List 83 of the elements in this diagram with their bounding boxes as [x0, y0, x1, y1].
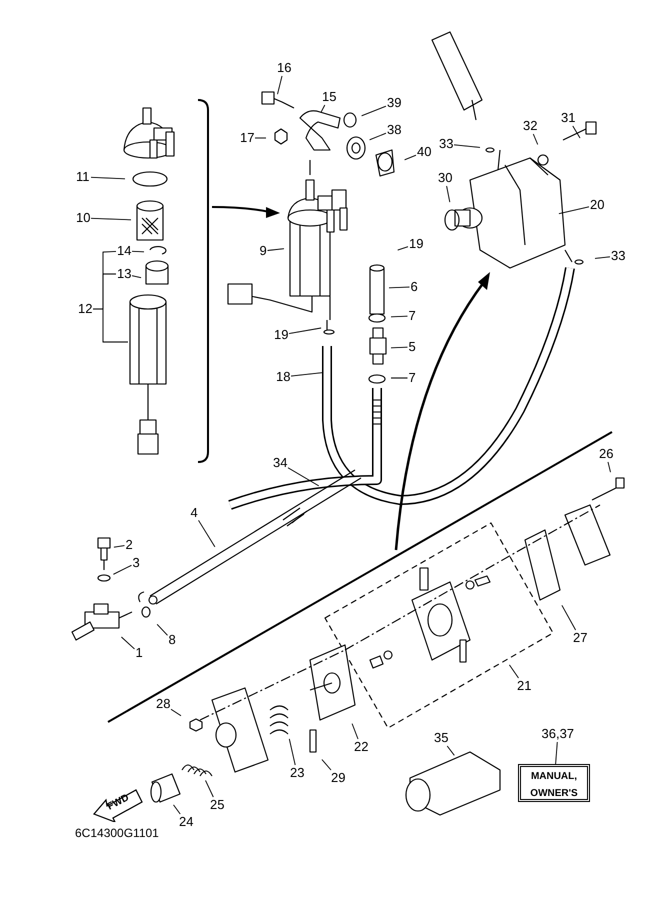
leader-line: [288, 467, 320, 486]
leader-line: [321, 759, 332, 770]
leader-line: [532, 134, 538, 145]
callout-number: 22: [354, 740, 368, 754]
leader-line: [594, 256, 610, 259]
callout-number: 24: [179, 815, 194, 829]
leader-line: [397, 246, 408, 251]
leader-line: [267, 248, 284, 251]
callout-number: 12: [78, 302, 92, 316]
callout-number: 25: [210, 798, 224, 812]
leader-line: [288, 328, 322, 334]
callout-number: 19: [274, 328, 288, 342]
leader-line: [572, 126, 580, 138]
callout-number: 8: [168, 633, 176, 647]
leader-line: [558, 206, 590, 214]
callout-number: 14: [117, 244, 132, 258]
leader-line: [454, 144, 480, 148]
callout-number: 15: [322, 90, 336, 104]
callout-number: 21: [517, 679, 532, 693]
callout-number: 31: [561, 111, 576, 125]
leader-line: [90, 218, 132, 220]
callout-number: 13: [117, 267, 132, 281]
leader-line: [555, 742, 558, 764]
leader-line: [390, 316, 408, 318]
leader-line: [113, 545, 125, 548]
leader-line: [205, 780, 214, 798]
callout-number: 10: [76, 211, 90, 225]
callout-number: 33: [611, 249, 626, 263]
callout-number: 34: [273, 456, 288, 470]
callout-number: 35: [434, 731, 448, 745]
callout-number: 38: [387, 123, 402, 137]
leader-line: [320, 104, 326, 114]
callout-number: 39: [387, 96, 402, 110]
callout-number: 40: [417, 145, 432, 159]
callout-number: 20: [590, 198, 604, 212]
callout-number: 4: [190, 506, 198, 520]
leader-line: [446, 186, 450, 203]
leader-line: [112, 564, 132, 575]
drawing-number: 6C14300G1101: [75, 826, 159, 840]
leader-line: [608, 462, 611, 473]
leader-line: [508, 664, 519, 678]
leader-line: [561, 604, 576, 630]
callout-number: 17: [240, 131, 254, 145]
leader-line: [388, 286, 410, 288]
callout-number: 23: [290, 766, 304, 780]
leader-line: [404, 154, 416, 160]
callout-number: 11: [76, 170, 90, 184]
callout-number: 28: [156, 697, 170, 711]
leader-line: [90, 176, 126, 180]
leader-line: [290, 372, 322, 377]
callout-number: 30: [438, 171, 452, 185]
callout-number: 7: [408, 371, 416, 385]
leader-line: [369, 132, 386, 140]
leader-line: [170, 708, 182, 716]
callout-number: 16: [277, 61, 292, 75]
callout-number: 1: [136, 646, 143, 660]
callout-number: 36,37: [542, 727, 574, 741]
callout-number: 27: [573, 631, 588, 645]
leader-line: [120, 636, 135, 650]
leader-line: [288, 738, 296, 766]
callout-number: 18: [276, 370, 290, 384]
callout-number: 9: [260, 244, 267, 258]
callout-number: 5: [408, 340, 416, 354]
leader-line: [277, 76, 282, 95]
leader-line: [156, 624, 168, 636]
leader-line: [352, 723, 358, 740]
callout-number: 6: [410, 280, 418, 294]
leader-line: [173, 804, 181, 814]
callout-number: 7: [408, 309, 416, 323]
callout-number: 32: [523, 119, 538, 133]
leader-line: [446, 746, 455, 756]
leader-line: [132, 250, 144, 252]
manual-label: MANUAL, OWNER'S: [518, 764, 590, 802]
leader-line: [361, 106, 386, 116]
leader-line: [132, 275, 142, 278]
callout-number: 29: [331, 771, 346, 785]
leader-line: [198, 520, 216, 548]
callout-number: 2: [126, 538, 133, 552]
callout-number: 3: [132, 556, 140, 570]
leader-line: [390, 346, 408, 348]
callout-number: 19: [409, 237, 424, 251]
callout-number: 33: [439, 137, 454, 151]
callout-number: 26: [599, 447, 614, 461]
